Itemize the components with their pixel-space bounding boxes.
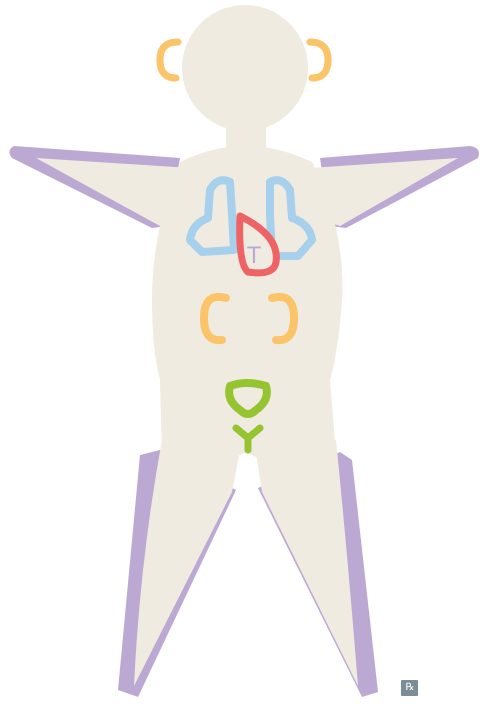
ear-icon [160, 42, 178, 78]
head [182, 5, 308, 131]
heart-glyph: T [246, 244, 261, 269]
rx-icon[interactable]: ℞ [401, 680, 418, 696]
body-silhouette [36, 5, 458, 686]
ear-icon [310, 42, 328, 78]
